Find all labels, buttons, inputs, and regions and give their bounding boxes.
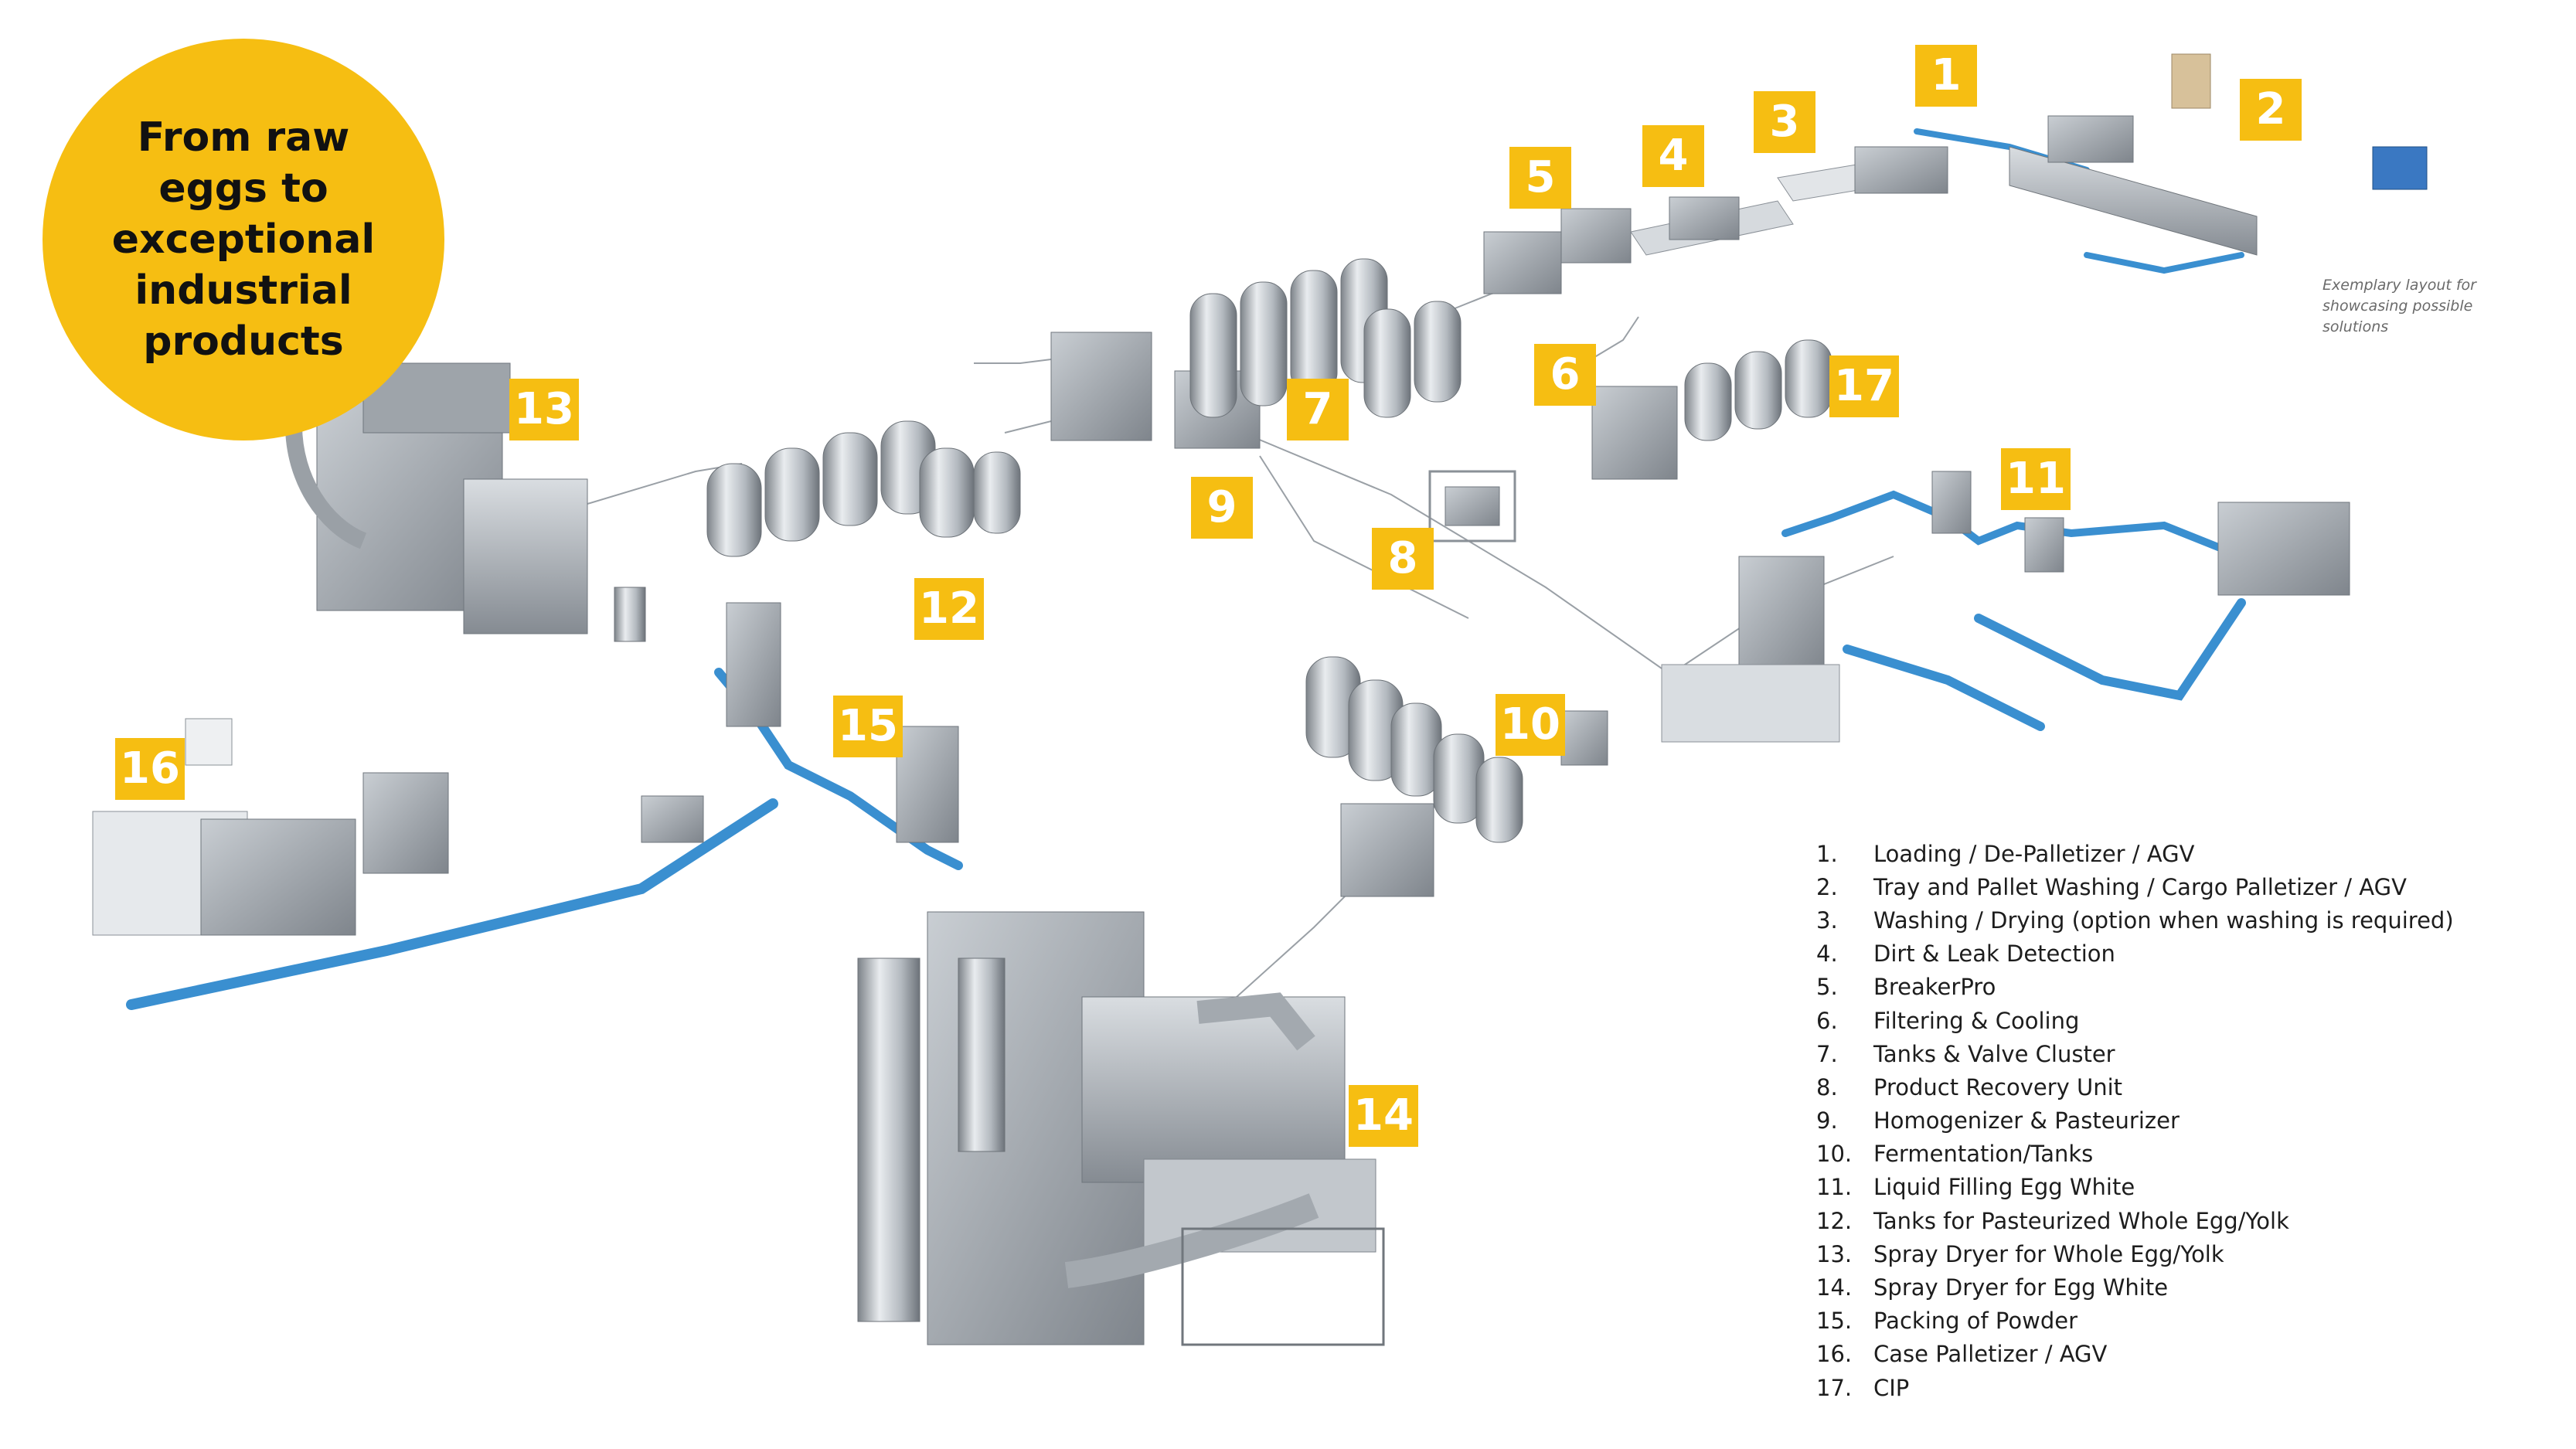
tank-cluster-10 xyxy=(1305,656,1608,897)
station-badge-3: 3 xyxy=(1754,91,1815,153)
station-badge-9: 9 xyxy=(1191,477,1253,539)
legend-text: Dirt & Leak Detection xyxy=(1873,940,2115,968)
station-badge-8: 8 xyxy=(1372,528,1434,590)
legend-text: Tray and Pallet Washing / Cargo Palletiz… xyxy=(1873,873,2407,900)
legend-item: 4. Dirt & Leak Detection xyxy=(1816,937,2558,971)
cip-unit-17 xyxy=(1591,339,1832,480)
legend-number: 14. xyxy=(1816,1274,1853,1301)
legend-item: 1. Loading / De-Palletizer / AGV xyxy=(1816,837,2558,870)
legend-item: 13. Spray Dryer for Whole Egg/Yolk xyxy=(1816,1237,2558,1270)
legend-number: 13. xyxy=(1816,1240,1853,1267)
station-badge-14: 14 xyxy=(1349,1085,1418,1147)
legend-text: Spray Dryer for Whole Egg/Yolk xyxy=(1873,1240,2224,1267)
legend-text: Homogenizer & Pasteurizer xyxy=(1873,1107,2180,1134)
legend-text: Packing of Powder xyxy=(1873,1308,2078,1335)
legend-item: 14. Spray Dryer for Egg White xyxy=(1816,1270,2558,1304)
egg-receiving-line xyxy=(1483,53,2428,294)
legend-item: 6. Filtering & Cooling xyxy=(1816,1004,2558,1037)
legend-number: 1. xyxy=(1816,840,1838,867)
legend-text: Case Palletizer / AGV xyxy=(1873,1341,2108,1368)
station-badge-16: 16 xyxy=(115,738,185,800)
legend-text: Liquid Filling Egg White xyxy=(1873,1174,2135,1201)
legend-item: 2. Tray and Pallet Washing / Cargo Pallet… xyxy=(1816,870,2558,903)
legend-item: 17. CIP xyxy=(1816,1371,2558,1404)
station-badge-13: 13 xyxy=(509,379,579,440)
legend-number: 4. xyxy=(1816,940,1838,968)
layout-note: Exemplary layout for showcasing possible… xyxy=(2322,277,2476,335)
tank-cluster-12 xyxy=(706,420,1021,557)
filling-line-11 xyxy=(1661,471,2350,743)
station-badge-17: 17 xyxy=(1829,355,1899,417)
station-badge-2: 2 xyxy=(2240,79,2302,141)
spray-dryer-14 xyxy=(857,911,1385,1346)
legend-item: 3. Washing / Drying (option when washing … xyxy=(1816,903,2558,937)
product-recovery-8 xyxy=(1428,470,1516,543)
station-badge-11: 11 xyxy=(2001,448,2071,510)
legend-number: 11. xyxy=(1816,1174,1853,1201)
legend-item: 9. Homogenizer & Pasteurizer xyxy=(1816,1104,2558,1138)
legend-number: 15. xyxy=(1816,1308,1853,1335)
legend-number: 9. xyxy=(1816,1107,1838,1134)
palletizer-16 xyxy=(92,718,449,936)
legend-text: Product Recovery Unit xyxy=(1873,1073,2123,1100)
legend-number: 6. xyxy=(1816,1007,1838,1034)
page-title: From raw eggs to exceptional industrial … xyxy=(111,114,376,365)
station-badge-1: 1 xyxy=(1915,45,1977,107)
legend-number: 8. xyxy=(1816,1073,1838,1100)
legend-number: 16. xyxy=(1816,1341,1853,1368)
legend-item: 11. Liquid Filling Egg White xyxy=(1816,1171,2558,1204)
legend-text: Tanks for Pasteurized Whole Egg/Yolk xyxy=(1873,1207,2289,1234)
station-badge-7: 7 xyxy=(1287,379,1349,440)
legend-text: Loading / De-Palletizer / AGV xyxy=(1873,840,2195,867)
station-badge-15: 15 xyxy=(833,696,903,757)
legend-item: 7. Tanks & Valve Cluster xyxy=(1816,1037,2558,1070)
legend-number: 10. xyxy=(1816,1141,1853,1168)
legend-number: 3. xyxy=(1816,906,1838,934)
packing-15 xyxy=(641,602,959,843)
legend-text: Tanks & Valve Cluster xyxy=(1873,1040,2115,1067)
legend-item: 15. Packing of Powder xyxy=(1816,1304,2558,1338)
station-badge-6: 6 xyxy=(1534,344,1596,406)
legend-item: 12. Tanks for Pasteurized Whole Egg/Yolk xyxy=(1816,1204,2558,1237)
legend-text: Fermentation/Tanks xyxy=(1873,1141,2094,1168)
station-badge-5: 5 xyxy=(1509,147,1571,209)
legend-text: Washing / Drying (option when washing is… xyxy=(1873,906,2454,934)
legend-number: 12. xyxy=(1816,1207,1853,1234)
legend-number: 7. xyxy=(1816,1040,1838,1067)
station-badge-10: 10 xyxy=(1496,694,1565,756)
legend-text: Spray Dryer for Egg White xyxy=(1873,1274,2169,1301)
title-badge: From raw eggs to exceptional industrial … xyxy=(43,39,444,440)
legend-item: 10. Fermentation/Tanks xyxy=(1816,1138,2558,1171)
legend-item: 5. BreakerPro xyxy=(1816,971,2558,1004)
station-badge-12: 12 xyxy=(914,578,984,640)
legend-text: Filtering & Cooling xyxy=(1873,1007,2080,1034)
legend-item: 8. Product Recovery Unit xyxy=(1816,1070,2558,1104)
legend-item: 16. Case Palletizer / AGV xyxy=(1816,1338,2558,1371)
legend-number: 5. xyxy=(1816,974,1838,1001)
legend-text: CIP xyxy=(1873,1374,1910,1401)
legend-number: 17. xyxy=(1816,1374,1853,1401)
legend-text: BreakerPro xyxy=(1873,974,1996,1001)
station-badge-4: 4 xyxy=(1642,125,1704,187)
legend: 1. Loading / De-Palletizer / AGV 2. Tray an… xyxy=(1816,837,2558,1404)
tank-cluster-7 xyxy=(1050,258,1462,449)
legend-number: 2. xyxy=(1816,873,1838,900)
